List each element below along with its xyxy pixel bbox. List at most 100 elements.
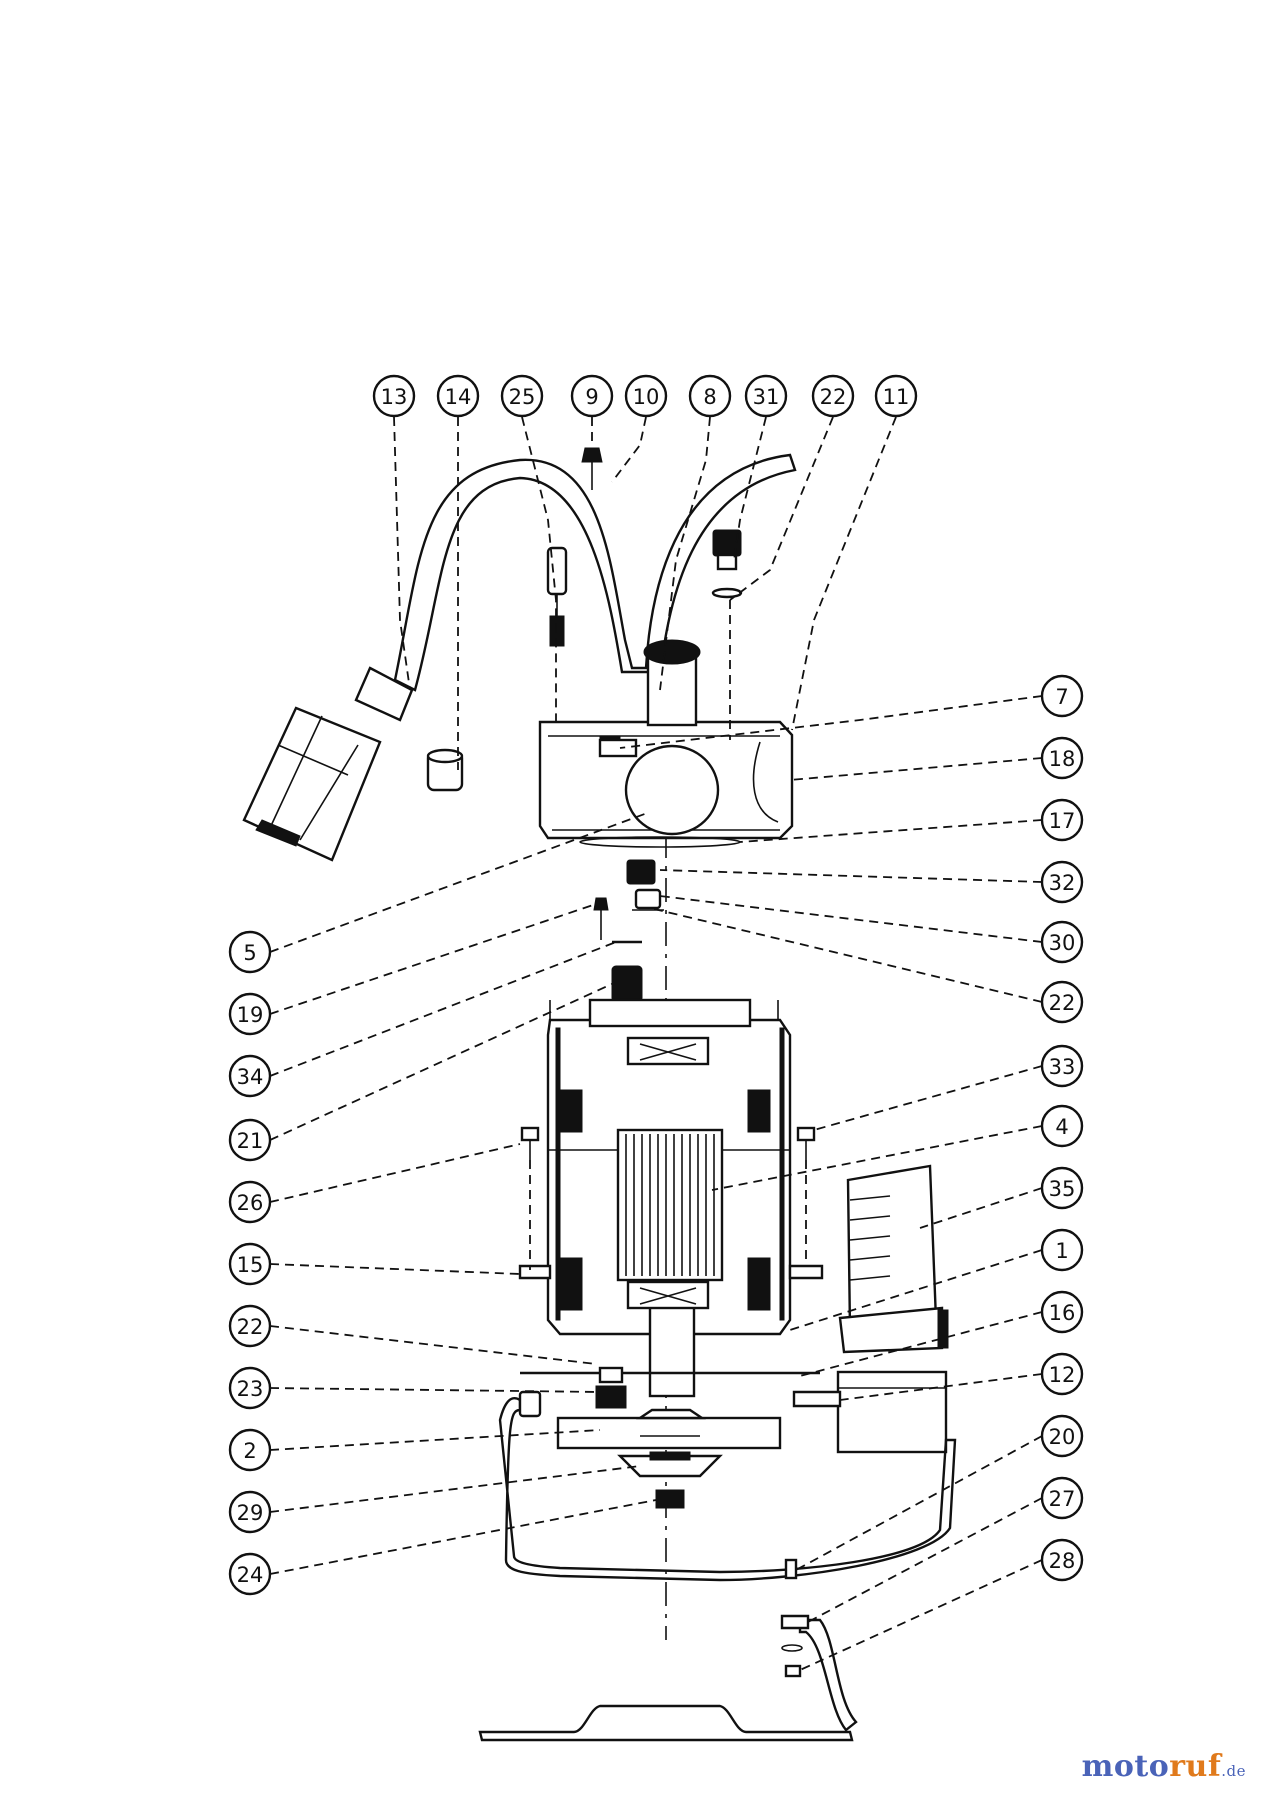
callout-circle bbox=[744, 374, 788, 418]
callout-7: 7 bbox=[1040, 674, 1084, 718]
callout-circle bbox=[811, 374, 855, 418]
callout-34: 34 bbox=[228, 1054, 272, 1098]
nut-top bbox=[711, 529, 743, 599]
callout-circle bbox=[228, 1118, 272, 1162]
callout-number: 28 bbox=[1049, 1549, 1076, 1573]
callout-22: 22 bbox=[228, 1304, 272, 1348]
callout-4: 4 bbox=[1040, 1104, 1084, 1148]
callout-17: 17 bbox=[1040, 798, 1084, 842]
callout-number: 11 bbox=[883, 385, 910, 409]
support-leg bbox=[780, 1614, 858, 1732]
power-cable bbox=[393, 453, 797, 692]
callout-18: 18 bbox=[1040, 736, 1084, 780]
callout-circle bbox=[1040, 798, 1084, 842]
switch-housing bbox=[538, 639, 794, 840]
bushing bbox=[426, 748, 464, 792]
screw-top bbox=[581, 447, 603, 490]
callout-number: 30 bbox=[1049, 931, 1076, 955]
callout-number: 25 bbox=[509, 385, 536, 409]
base-plate bbox=[478, 1704, 854, 1742]
callout-number: 1 bbox=[1055, 1239, 1068, 1263]
callout-number: 27 bbox=[1049, 1487, 1076, 1511]
callout-27: 27 bbox=[1040, 1476, 1084, 1520]
callout-24: 24 bbox=[228, 1552, 272, 1596]
callout-number: 14 bbox=[445, 385, 472, 409]
callout-circle bbox=[228, 992, 272, 1036]
callout-35: 35 bbox=[1040, 1166, 1084, 1210]
callout-29: 29 bbox=[228, 1490, 272, 1534]
callout-number: 24 bbox=[237, 1563, 264, 1587]
callout-circle bbox=[1040, 1352, 1084, 1396]
callout-circle bbox=[624, 374, 668, 418]
callout-number: 21 bbox=[237, 1129, 264, 1153]
callout-28: 28 bbox=[1040, 1538, 1084, 1582]
callout-circle bbox=[1040, 1166, 1084, 1210]
watermark-part2: ruf bbox=[1169, 1749, 1222, 1784]
callout-circle bbox=[1040, 1228, 1084, 1272]
callout-9: 9 bbox=[570, 374, 614, 418]
mounting-screw-right bbox=[796, 1126, 816, 1160]
callout-33: 33 bbox=[1040, 1044, 1084, 1088]
callout-number: 9 bbox=[585, 385, 598, 409]
callout-30: 30 bbox=[1040, 920, 1084, 964]
strain-relief-pin bbox=[546, 546, 568, 647]
callout-circle bbox=[1040, 1290, 1084, 1334]
callout-circle bbox=[228, 1180, 272, 1224]
callout-circle bbox=[570, 374, 614, 418]
callout-23: 23 bbox=[228, 1366, 272, 1410]
screw-middle bbox=[593, 897, 609, 940]
callout-circle bbox=[228, 1552, 272, 1596]
callout-number: 32 bbox=[1049, 871, 1076, 895]
callout-14: 14 bbox=[436, 374, 480, 418]
callout-number: 23 bbox=[237, 1377, 264, 1401]
callout-26: 26 bbox=[228, 1180, 272, 1224]
callout-10: 10 bbox=[624, 374, 668, 418]
callout-number: 26 bbox=[237, 1191, 264, 1215]
callout-12: 12 bbox=[1040, 1352, 1084, 1396]
impeller-hub bbox=[617, 1451, 723, 1478]
callout-20: 20 bbox=[1040, 1414, 1084, 1458]
watermark-part1: moto bbox=[1081, 1749, 1170, 1784]
callout-number: 31 bbox=[753, 385, 780, 409]
callout-number: 22 bbox=[237, 1315, 264, 1339]
callout-number: 19 bbox=[237, 1003, 264, 1027]
callout-circle bbox=[1040, 1538, 1084, 1582]
carbon-brush bbox=[626, 859, 656, 885]
callout-number: 16 bbox=[1049, 1301, 1076, 1325]
callout-19: 19 bbox=[228, 992, 272, 1036]
callout-number: 13 bbox=[381, 385, 408, 409]
callout-13: 13 bbox=[372, 374, 416, 418]
capacitor bbox=[792, 1370, 948, 1454]
callout-number: 29 bbox=[237, 1501, 264, 1525]
callout-number: 15 bbox=[237, 1253, 264, 1277]
callout-number: 22 bbox=[1049, 991, 1076, 1015]
fan-nut bbox=[595, 1366, 627, 1409]
callout-number: 7 bbox=[1055, 685, 1068, 709]
callout-5: 5 bbox=[228, 930, 272, 974]
callout-number: 34 bbox=[237, 1065, 264, 1089]
leader-lines bbox=[269, 416, 1043, 1671]
callout-circle bbox=[228, 1490, 272, 1534]
callout-2: 2 bbox=[228, 1428, 272, 1472]
callout-15: 15 bbox=[228, 1242, 272, 1286]
callout-number: 4 bbox=[1055, 1115, 1068, 1139]
callout-16: 16 bbox=[1040, 1290, 1084, 1334]
watermark-part3: .de bbox=[1221, 1762, 1246, 1780]
impeller-nut bbox=[655, 1489, 685, 1509]
callout-number: 22 bbox=[820, 385, 847, 409]
callout-circle bbox=[874, 374, 918, 418]
fan-blade bbox=[556, 1408, 782, 1450]
callout-1: 1 bbox=[1040, 1228, 1084, 1272]
callout-8: 8 bbox=[688, 374, 732, 418]
callout-circle bbox=[1040, 674, 1084, 718]
callout-number: 10 bbox=[633, 385, 660, 409]
callout-circle bbox=[228, 1428, 272, 1472]
watermark-logo: motoruf.de bbox=[1082, 1749, 1246, 1784]
callout-circle bbox=[1040, 736, 1084, 780]
motor-stator-housing bbox=[518, 998, 824, 1398]
callout-circle bbox=[228, 1366, 272, 1410]
callout-25: 25 bbox=[500, 374, 544, 418]
brush-holder bbox=[632, 888, 664, 911]
callout-circle bbox=[228, 1304, 272, 1348]
callout-22: 22 bbox=[1040, 980, 1084, 1024]
